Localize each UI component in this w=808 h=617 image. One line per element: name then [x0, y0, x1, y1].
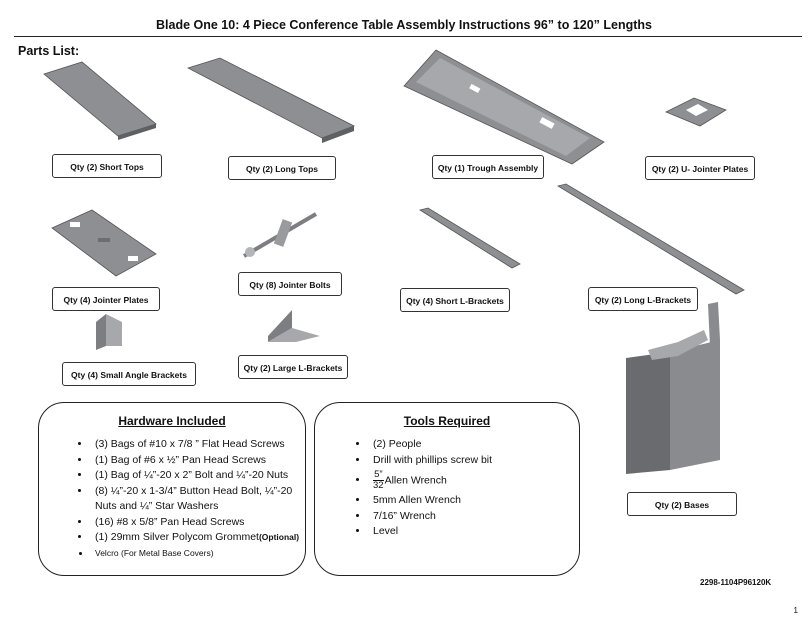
qty-jointer-plates: Qty (4) Jointer Plates — [52, 287, 160, 311]
hardware-item: (1) 29mm Silver Polycom Grommet(Optional… — [91, 530, 305, 546]
parts-list-heading: Parts List: — [18, 44, 80, 58]
qty-bases: Qty (2) Bases — [627, 492, 737, 516]
hardware-item: (8) ¼”-20 x 1-3/4” Button Head Bolt, ¼”-… — [91, 484, 305, 515]
jointer-bolt-illustration — [242, 212, 318, 258]
fraction-numerator: 5” — [373, 469, 384, 481]
page-number: 1 — [793, 606, 798, 615]
hardware-item: Velcro (For Metal Base Covers) — [91, 546, 305, 562]
qty-long-l-brackets: Qty (2) Long L-Brackets — [588, 287, 698, 311]
hardware-item: (3) Bags of #10 x 7/8 ” Flat Head Screws — [91, 437, 305, 453]
trough-assembly-illustration — [403, 49, 605, 165]
optional-label: (Optional) — [258, 532, 300, 542]
qty-large-l-brackets: Qty (2) Large L-Brackets — [238, 355, 348, 379]
tool-item: Drill with phillips screw bit — [369, 453, 579, 469]
qty-small-angle-brackets: Qty (4) Small Angle Brackets — [62, 362, 196, 386]
qty-short-l-brackets: Qty (4) Short L-Brackets — [400, 288, 510, 312]
hardware-included-box: Hardware Included (3) Bags of #10 x 7/8 … — [38, 402, 306, 576]
tools-title: Tools Required — [403, 414, 491, 428]
tools-required-box: Tools Required (2) People Drill with phi… — [314, 402, 580, 576]
allen-wrench-text: Allen Wrench — [384, 474, 447, 487]
tool-item: Level — [369, 524, 579, 540]
fraction: 5”32 — [373, 470, 384, 491]
short-l-bracket-illustration — [418, 207, 521, 269]
page-title: Blade One 10: 4 Piece Conference Table A… — [156, 18, 652, 32]
hardware-list: (3) Bags of #10 x 7/8 ” Flat Head Screws… — [39, 437, 305, 561]
hardware-item: (1) Bag of ¼”-20 x 2” Bolt and ¼”-20 Nut… — [91, 468, 305, 484]
title-rule — [14, 36, 802, 37]
tools-list: (2) People Drill with phillips screw bit… — [315, 437, 579, 540]
qty-u-jointer-plates: Qty (2) U- Jointer Plates — [645, 156, 755, 180]
qty-jointer-bolts: Qty (8) Jointer Bolts — [238, 272, 342, 296]
long-l-bracket-illustration — [556, 183, 745, 295]
u-jointer-plate-illustration — [665, 97, 727, 127]
qty-short-tops: Qty (2) Short Tops — [52, 154, 162, 178]
grommet-text: (1) 29mm Silver Polycom Grommet — [95, 531, 259, 543]
qty-long-tops: Qty (2) Long Tops — [228, 156, 336, 180]
hardware-title: Hardware Included — [118, 414, 226, 428]
tool-item: (2) People — [369, 437, 579, 453]
hardware-item: (16) #8 x 5/8” Pan Head Screws — [91, 515, 305, 531]
document-number: 2298-1104P96120K — [700, 578, 772, 587]
large-l-bracket-illustration — [268, 310, 320, 342]
jointer-plate-illustration — [51, 209, 157, 277]
tool-item: 5mm Allen Wrench — [369, 493, 579, 509]
qty-trough-assembly: Qty (1) Trough Assembly — [432, 155, 544, 179]
tool-item: 7/16” Wrench — [369, 509, 579, 525]
small-angle-bracket-illustration — [96, 314, 122, 350]
short-top-illustration — [43, 61, 157, 140]
long-top-illustration — [186, 57, 355, 143]
fraction-denominator: 32 — [373, 480, 384, 491]
base-illustration — [626, 302, 720, 474]
hardware-item: (1) Bag of #6 x ½” Pan Head Screws — [91, 453, 305, 469]
